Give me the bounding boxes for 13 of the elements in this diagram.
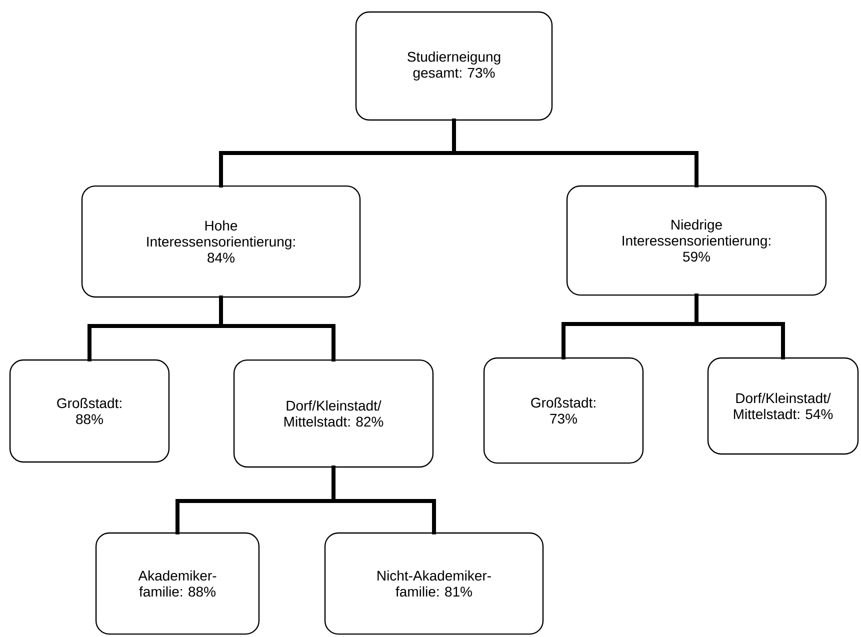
rounded-box: Niedrige Interessensorientierung: 59%	[566, 185, 827, 296]
rounded-box: Großstadt: 73%	[483, 357, 644, 464]
rounded-box: Studierneigung gesamt: 73%	[355, 11, 553, 121]
rounded-box: Dorf/Kleinstadt/ Mittelstadt: 82%	[233, 359, 434, 468]
connector	[452, 118, 698, 188]
rounded-box: Nicht-Akademiker- familie: 81%	[324, 532, 544, 635]
rounded-box: Hohe Interessensorientierung: 84%	[81, 185, 361, 298]
connector	[332, 466, 436, 534]
rounded-box: Akademiker- familie: 88%	[95, 532, 260, 635]
rounded-box: Dorf/Kleinstadt/ Mittelstadt: 54%	[707, 357, 859, 455]
rounded-box: Großstadt: 88%	[9, 359, 170, 463]
connector	[694, 294, 785, 360]
connector	[219, 296, 336, 362]
